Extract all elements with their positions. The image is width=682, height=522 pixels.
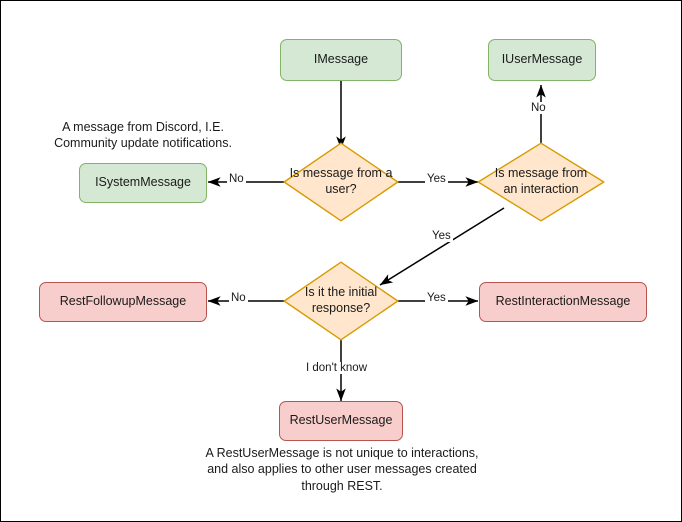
edge-label-yes-restinteraction: Yes [425, 292, 448, 304]
diamond-shape [283, 142, 399, 222]
edge-label-no-isystemmessage: No [227, 173, 246, 185]
diamond-shape [283, 261, 399, 341]
node-restusermessage[interactable]: RestUserMessage [279, 401, 403, 441]
node-isystemmessage[interactable]: ISystemMessage [79, 163, 207, 203]
node-is-message-from-interaction[interactable]: Is message from an interaction [477, 142, 605, 222]
node-is-initial-response-label: Is it the initial response? [304, 285, 378, 315]
node-imessage[interactable]: IMessage [280, 39, 402, 81]
edge-label-yes-initial-response: Yes [430, 230, 453, 242]
node-is-message-from-interaction-label: Is message from an interaction [494, 166, 588, 196]
note-restusermessage: A RestUserMessage is not unique to inter… [205, 446, 479, 493]
edge-label-yes-interaction: Yes [425, 173, 448, 185]
node-isystemmessage-label: ISystemMessage [95, 175, 191, 190]
note-isystemmessage: A message from Discord, I.E. Community u… [54, 120, 232, 151]
diamond-shape [477, 142, 605, 222]
node-restfollowupmessage-label: RestFollowupMessage [59, 294, 187, 309]
node-is-message-from-user[interactable]: Is message from a user? [283, 142, 399, 222]
edge-label-no-iusermessage: No [529, 102, 548, 114]
node-imessage-label: IMessage [313, 52, 369, 67]
node-iusermessage-label: IUserMessage [501, 52, 583, 67]
node-restfollowupmessage[interactable]: RestFollowupMessage [39, 282, 207, 322]
edge-label-i-dont-know: I don't know [304, 362, 370, 374]
node-iusermessage[interactable]: IUserMessage [488, 39, 596, 81]
node-restusermessage-label: RestUserMessage [289, 413, 393, 428]
node-is-initial-response[interactable]: Is it the initial response? [283, 261, 399, 341]
node-restinteractionmessage[interactable]: RestInteractionMessage [479, 282, 647, 322]
edge-label-no-restfollowup: No [229, 292, 248, 304]
node-restinteractionmessage-label: RestInteractionMessage [495, 294, 631, 309]
node-is-message-from-user-label: Is message from a user? [289, 166, 393, 196]
